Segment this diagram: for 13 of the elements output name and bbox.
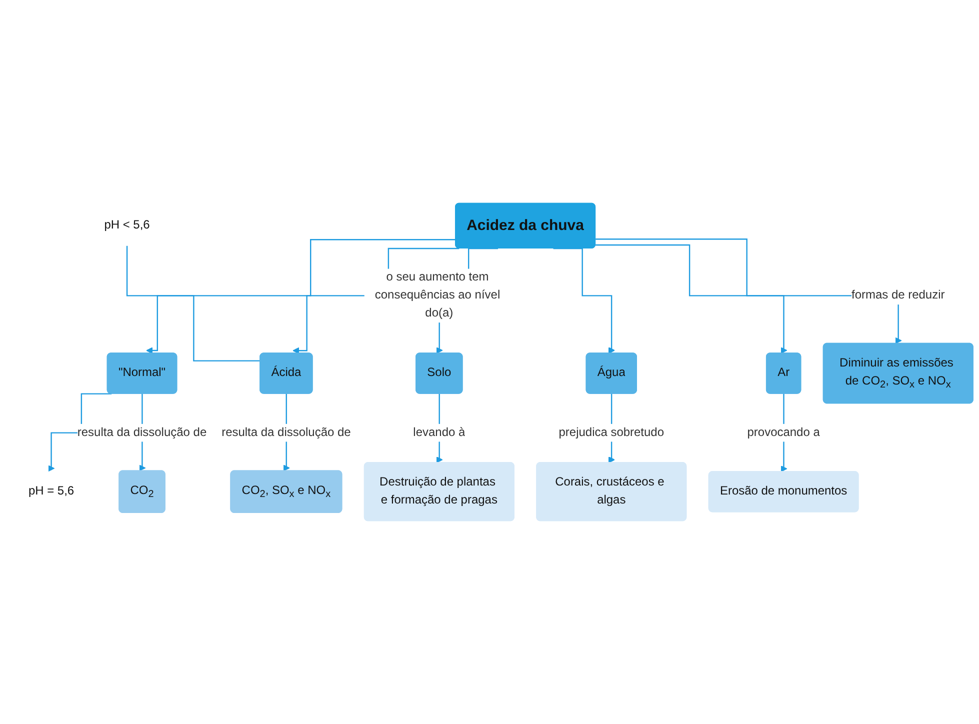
edge-label: resulta da dissolução de — [222, 426, 351, 439]
edge-label: provocando a — [747, 426, 820, 439]
edge-label: levando à — [413, 426, 466, 439]
arrow — [48, 393, 112, 472]
connector — [126, 245, 260, 362]
edge-label: prejudica sobretudo — [558, 426, 664, 439]
node-text: pH = 5,6 — [28, 484, 74, 498]
arrow — [596, 244, 788, 354]
arrow — [553, 248, 616, 354]
arrow — [146, 239, 456, 354]
edge-label: resulta da dissolução de — [77, 426, 207, 439]
edge-label: formas de reduzir — [852, 288, 945, 302]
node-text: pH < 5,6 — [104, 218, 150, 232]
